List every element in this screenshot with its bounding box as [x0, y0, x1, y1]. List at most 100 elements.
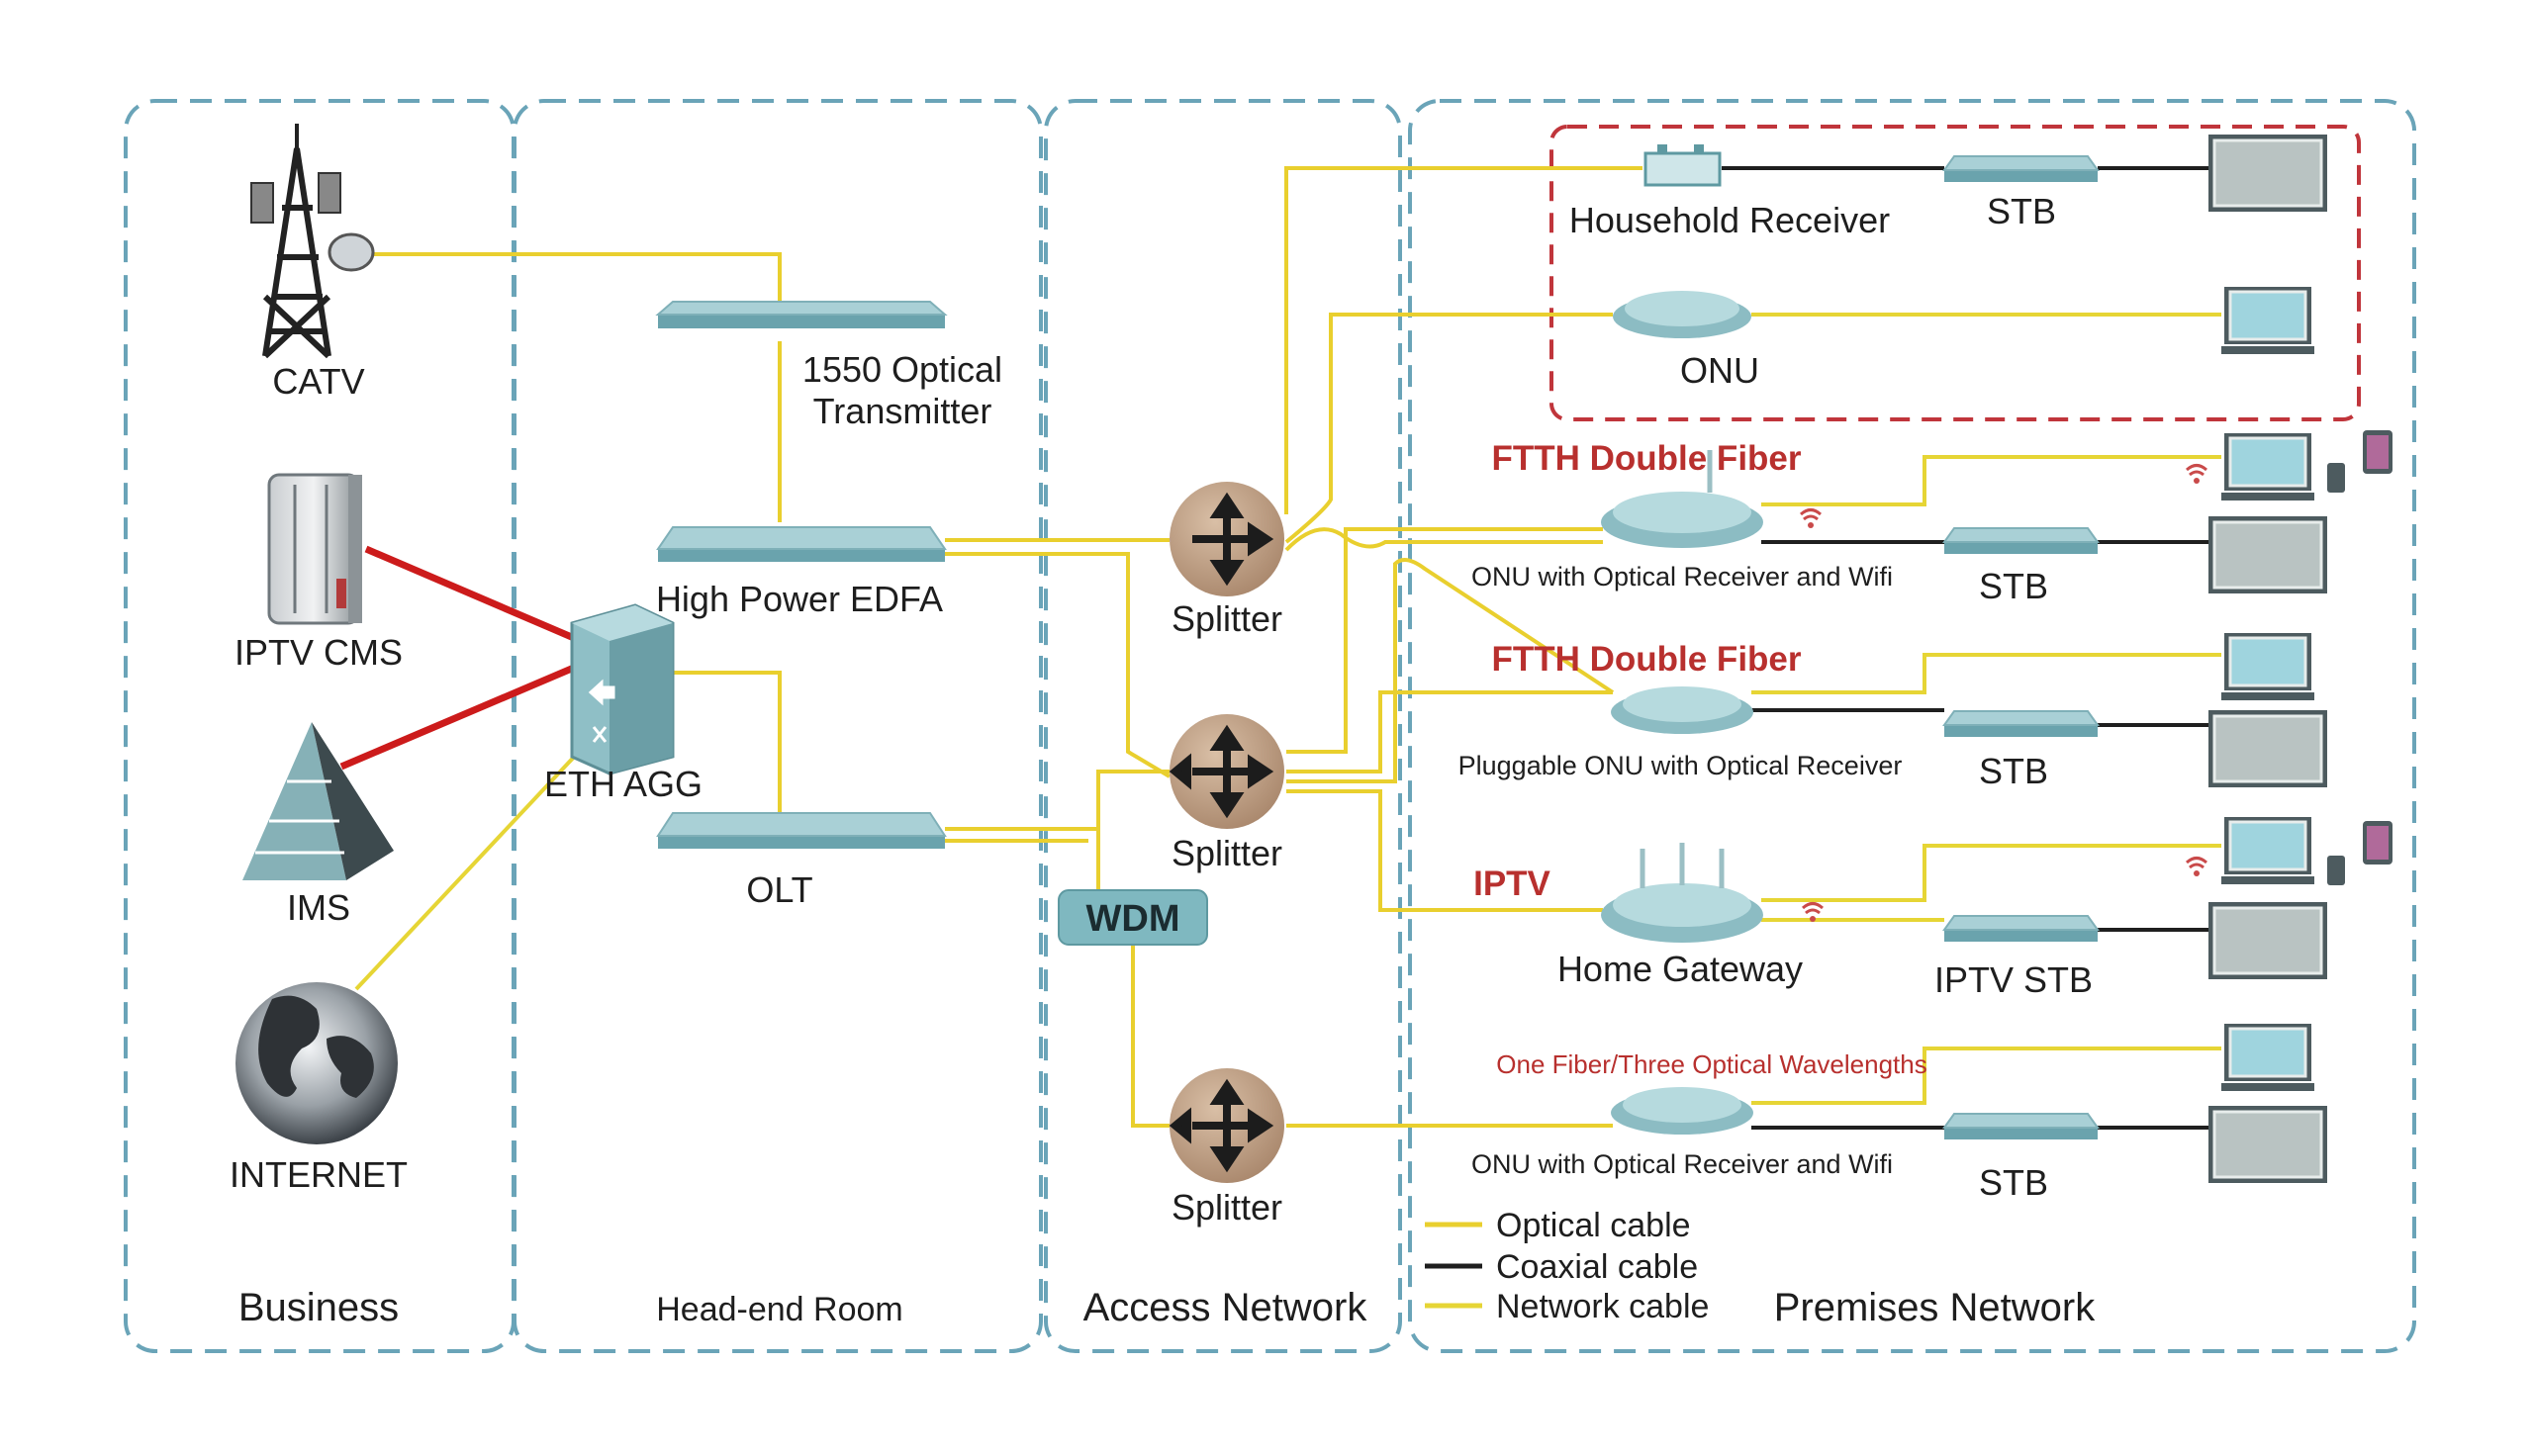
label-olt: OLT: [746, 869, 812, 910]
label-eth-agg: ETH AGG: [544, 764, 703, 804]
link-iptvcms-ethagg: [364, 545, 576, 642]
region-premises: Premises Network: [1774, 1286, 2097, 1329]
pc-5-icon: [2221, 1024, 2314, 1091]
label-ftth-1: FTTH Double Fiber: [1491, 439, 1801, 478]
splitter-2-icon: [1169, 714, 1284, 829]
link-ims-ethagg: [339, 664, 576, 771]
label-edfa: High Power EDFA: [656, 579, 943, 619]
wifi-1-icon: [2185, 464, 2208, 484]
label-onu-wifi-1: ONU with Optical Receiver and Wifi: [1471, 562, 1893, 592]
label-household-receiver: Household Receiver: [1569, 200, 1890, 240]
net-gateway-pc: [1761, 844, 2221, 902]
label-stb-4: STB: [1979, 1162, 2048, 1203]
cable-s1-household: [1284, 166, 1642, 514]
onu-wifi-2-icon: [1611, 1087, 1753, 1135]
tablet-1-icon: [2363, 430, 2392, 474]
label-transmitter-line1: 1550 Optical: [802, 349, 1002, 390]
zone-premises: [1408, 99, 2416, 1353]
iptv-cms-server-icon: [267, 473, 362, 625]
link-internet-ethagg: [354, 750, 581, 991]
label-splitter-1: Splitter: [1172, 598, 1282, 639]
label-iptv-cms: IPTV CMS: [235, 632, 403, 673]
onu-wifi-1-icon: [1601, 450, 1763, 548]
label-ims: IMS: [287, 887, 350, 928]
cable-ethagg-olt: [673, 671, 782, 813]
region-business: Business: [238, 1286, 399, 1329]
household-receiver-icon: [1643, 144, 1722, 187]
label-stb-1: STB: [1987, 191, 2056, 231]
cable-edfa-splitter2: [945, 552, 1172, 778]
olt-device: [656, 812, 947, 849]
label-onu-wifi-2: ONU with Optical Receiver and Wifi: [1471, 1149, 1893, 1179]
legend: Optical cable Coaxial cable Network cabl…: [1425, 1207, 1709, 1325]
edfa-device: [656, 526, 947, 562]
cable-wdm-splitter2: [1096, 770, 1170, 900]
pluggable-onu-icon: [1611, 686, 1753, 734]
cable-wdm-splitter3: [1131, 945, 1170, 1128]
internet-globe-icon: [235, 982, 398, 1144]
onu-icon: [1613, 291, 1751, 338]
pc-4-icon: [2221, 817, 2314, 884]
cable-catv-transmitter: [351, 252, 782, 317]
stb-2-icon: [1942, 527, 2100, 554]
cable-s2-ftth2: [1286, 558, 1615, 783]
ims-pyramid-icon: [242, 722, 394, 880]
label-wdm: WDM: [1086, 898, 1180, 940]
stb-1-icon: [1942, 155, 2100, 182]
catv-tower-icon: [250, 124, 375, 359]
tv-4-icon: [2208, 902, 2327, 979]
label-stb-2: STB: [1979, 566, 2048, 606]
tv-1-icon: [2208, 135, 2327, 212]
wifi-4-icon: [1801, 902, 1825, 922]
legend-network-label: Network cable: [1496, 1288, 1709, 1325]
eth-agg-switch-icon: [570, 603, 675, 775]
home-gateway-icon: [1601, 843, 1763, 943]
stb-4-icon: [1942, 1113, 2100, 1139]
label-home-gateway: Home Gateway: [1557, 949, 1803, 989]
household-box: [1549, 125, 2361, 421]
label-splitter-3: Splitter: [1172, 1187, 1282, 1228]
tv-2-icon: [2208, 516, 2327, 593]
net-ftth1-pc: [1761, 455, 2221, 506]
cable-s1-ftth1: [1284, 527, 1603, 552]
splitter-1-icon: [1170, 482, 1284, 596]
label-transmitter-line2: Transmitter: [813, 391, 992, 431]
zone-headend: [513, 99, 1043, 1353]
tv-3-icon: [2208, 710, 2327, 787]
wifi-2-icon: [1799, 508, 1823, 528]
phone-2-icon: [2327, 856, 2345, 885]
cable-s2-ftth1: [1286, 527, 1603, 754]
net-pluggable-pc: [1751, 653, 2221, 694]
label-iptv-stb: IPTV STB: [1934, 959, 2093, 1000]
region-headend: Head-end Room: [656, 1291, 902, 1328]
net-onu2-pc: [1751, 1046, 2221, 1105]
legend-optical-label: Optical cable: [1496, 1207, 1691, 1244]
label-stb-3: STB: [1979, 751, 2048, 791]
optical-transmitter-device: [655, 301, 948, 328]
label-ftth-2: FTTH Double Fiber: [1491, 640, 1801, 679]
label-catv: CATV: [272, 361, 364, 402]
label-iptv: IPTV: [1473, 864, 1550, 903]
iptv-stb-icon: [1942, 915, 2100, 942]
pc-1-icon: [2221, 287, 2314, 354]
wifi-3-icon: [2185, 857, 2208, 876]
label-internet: INTERNET: [230, 1154, 408, 1195]
phone-1-icon: [2327, 463, 2345, 493]
pc-3-icon: [2221, 633, 2314, 700]
tablet-2-icon: [2363, 821, 2392, 864]
cable-s1-onu: [1284, 313, 1613, 544]
splitter-3-icon: [1169, 1068, 1284, 1183]
cable-s2-pluggable: [1286, 690, 1613, 774]
label-pluggable-onu: Pluggable ONU with Optical Receiver: [1458, 751, 1903, 780]
pc-2-icon: [2221, 433, 2314, 500]
label-one-fiber: One Fiber/Three Optical Wavelengths: [1496, 1049, 1926, 1079]
wdm-box: WDM: [1058, 889, 1208, 946]
zone-access: [1044, 99, 1402, 1353]
legend-coaxial-label: Coaxial cable: [1496, 1248, 1698, 1286]
label-onu: ONU: [1680, 350, 1759, 391]
cable-s2-gateway: [1286, 789, 1603, 912]
region-access: Access Network: [1083, 1286, 1368, 1329]
tv-5-icon: [2208, 1106, 2327, 1183]
label-splitter-2: Splitter: [1172, 833, 1282, 873]
